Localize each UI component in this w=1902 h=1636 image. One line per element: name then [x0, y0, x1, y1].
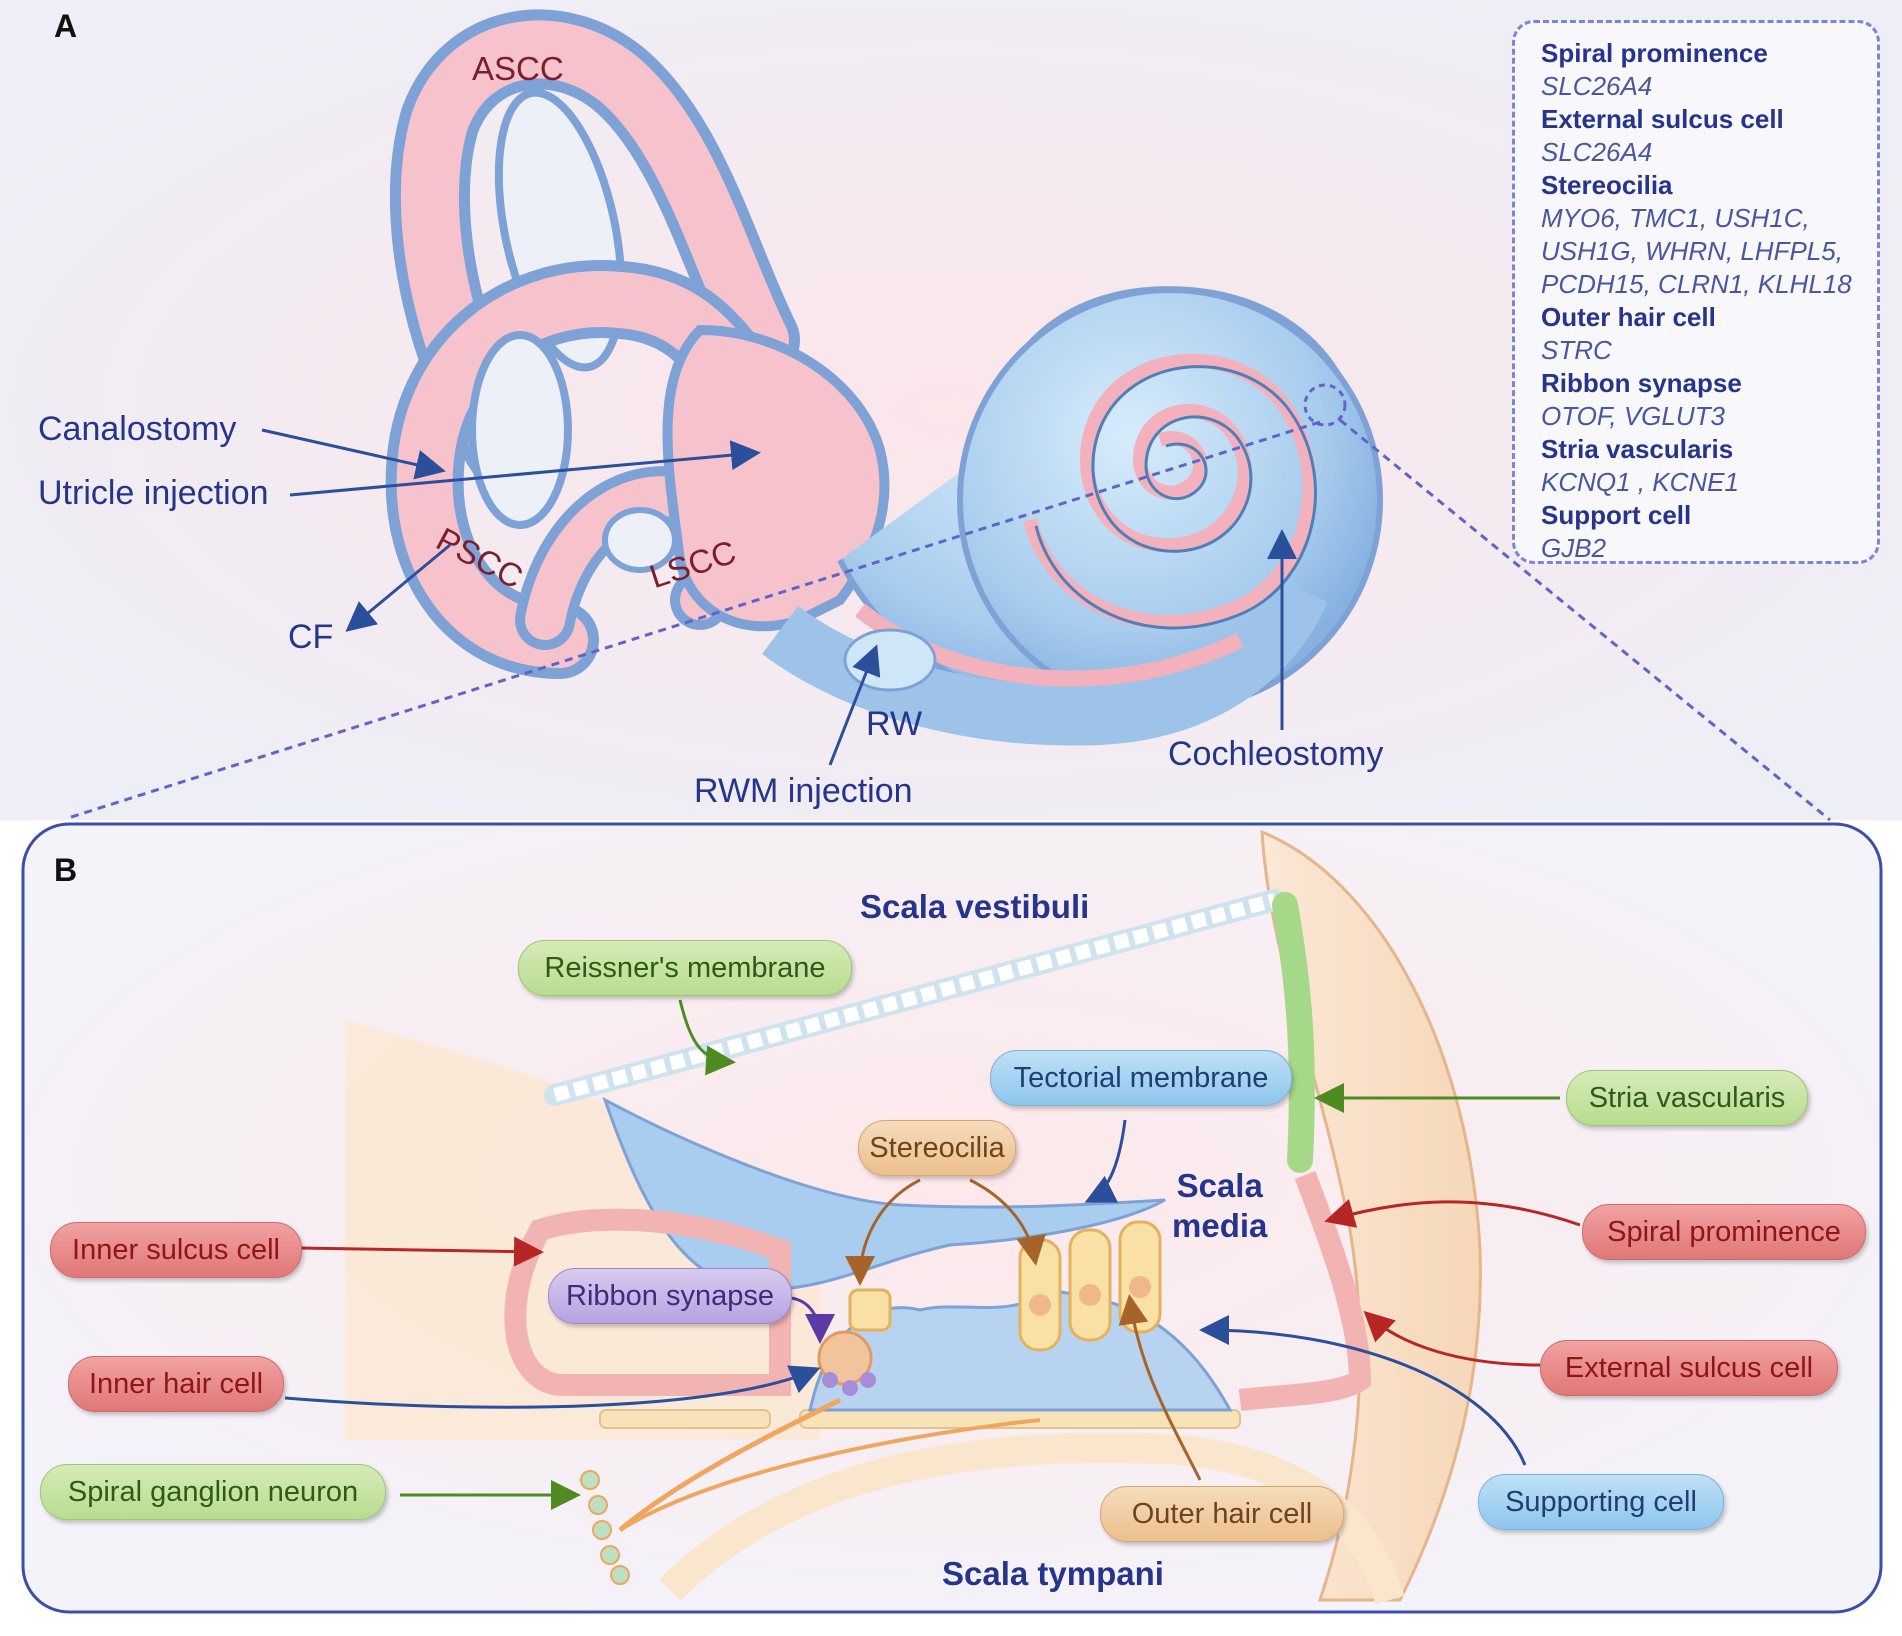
scala-media-label: Scala media: [1172, 1166, 1267, 1246]
scala-media-line-2: media: [1172, 1207, 1268, 1244]
gene-category: Stria vascularis: [1541, 434, 1734, 464]
cf-label: CF: [288, 618, 334, 656]
scala-media-line-1: Scala: [1176, 1167, 1263, 1204]
external-sulcus-cell-pill: External sulcus cell: [1540, 1340, 1838, 1396]
gene-names: OTOF, VGLUT3: [1541, 401, 1725, 431]
gene-list-box: Spiral prominence SLC26A4 External sulcu…: [1512, 20, 1880, 564]
gene-names: MYO6, TMC1, USH1C,: [1541, 203, 1810, 233]
cochlear-duct-section: [345, 829, 1482, 1605]
cochleostomy-label: Cochleostomy: [1168, 735, 1384, 773]
gene-names: PCDH15, CLRN1, KLHL18: [1541, 269, 1852, 299]
canalostomy-label: Canalostomy: [38, 410, 237, 448]
gene-group: Stereocilia MYO6, TMC1, USH1C, USH1G, WH…: [1541, 169, 1877, 301]
ribbon-synapse-pill: Ribbon synapse: [548, 1268, 792, 1324]
rwm-injection-label: RWM injection: [694, 772, 913, 810]
gene-category: External sulcus cell: [1541, 104, 1784, 134]
gene-group: Spiral prominence SLC26A4: [1541, 37, 1877, 103]
outer-hair-cells: [1018, 1220, 1162, 1352]
zoom-circle: [1303, 383, 1347, 427]
scala-tympani-label: Scala tympani: [942, 1555, 1164, 1592]
canalostomy-arrow: [261, 428, 446, 480]
tectorial-membrane-pill: Tectorial membrane: [990, 1050, 1292, 1106]
panel-a-letter: A: [54, 8, 78, 44]
zoom-line-left: [67, 420, 1321, 820]
reissners-membrane: [544, 889, 1286, 1106]
ascc-label: ASCC: [472, 50, 564, 87]
gene-names: KCNQ1 , KCNE1: [1541, 467, 1739, 497]
gene-category: Ribbon synapse: [1541, 368, 1742, 398]
supporting-cell-pill: Supporting cell: [1478, 1474, 1724, 1530]
external-sulcus: [1238, 1171, 1372, 1411]
gene-names: USH1G, WHRN, LHFPL5,: [1541, 236, 1843, 266]
cf-arrow: [345, 543, 451, 632]
scala-vestibuli-label: Scala vestibuli: [860, 888, 1090, 925]
gene-names: SLC26A4: [1541, 71, 1653, 101]
gene-category: Spiral prominence: [1541, 38, 1768, 68]
zoom-line-right: [1339, 418, 1831, 822]
reissners-membrane-pill: Reissner's membrane: [518, 940, 852, 996]
stria-vascularis: [1272, 892, 1315, 1173]
gene-group: Stria vascularis KCNQ1 , KCNE1: [1541, 433, 1877, 499]
stereocilia-pill: Stereocilia: [858, 1120, 1016, 1176]
inner-hair-cell-pill: Inner hair cell: [68, 1356, 284, 1412]
spiral-prominence-pill: Spiral prominence: [1582, 1204, 1866, 1260]
inner-sulcus-cell-pill: Inner sulcus cell: [50, 1222, 302, 1278]
gene-group: Outer hair cell STRC: [1541, 301, 1877, 367]
rwm-arrow: [828, 644, 881, 766]
gene-category: Stereocilia: [1541, 170, 1673, 200]
spiral-ganglion-neuron-pill: Spiral ganglion neuron: [40, 1464, 386, 1520]
gene-names: STRC: [1541, 335, 1612, 365]
utricle-injection-arrow: [289, 440, 761, 497]
inner-hair-cell: [817, 1288, 892, 1396]
gene-group: External sulcus cell SLC26A4: [1541, 103, 1877, 169]
gene-names: GJB2: [1541, 533, 1607, 563]
panel-b-letter: B: [54, 852, 78, 888]
gene-group: Ribbon synapse OTOF, VGLUT3: [1541, 367, 1877, 433]
spiral-ganglion: [580, 1470, 630, 1585]
outer-hair-cell-pill: Outer hair cell: [1100, 1486, 1344, 1542]
gene-names: SLC26A4: [1541, 137, 1653, 167]
rw-label: RW: [866, 705, 923, 743]
gene-group: Support cell GJB2: [1541, 499, 1877, 565]
gene-category: Support cell: [1541, 500, 1692, 530]
gene-category: Outer hair cell: [1541, 302, 1716, 332]
utricle-injection-label: Utricle injection: [38, 474, 269, 512]
stria-vascularis-pill: Stria vascularis: [1566, 1070, 1808, 1126]
